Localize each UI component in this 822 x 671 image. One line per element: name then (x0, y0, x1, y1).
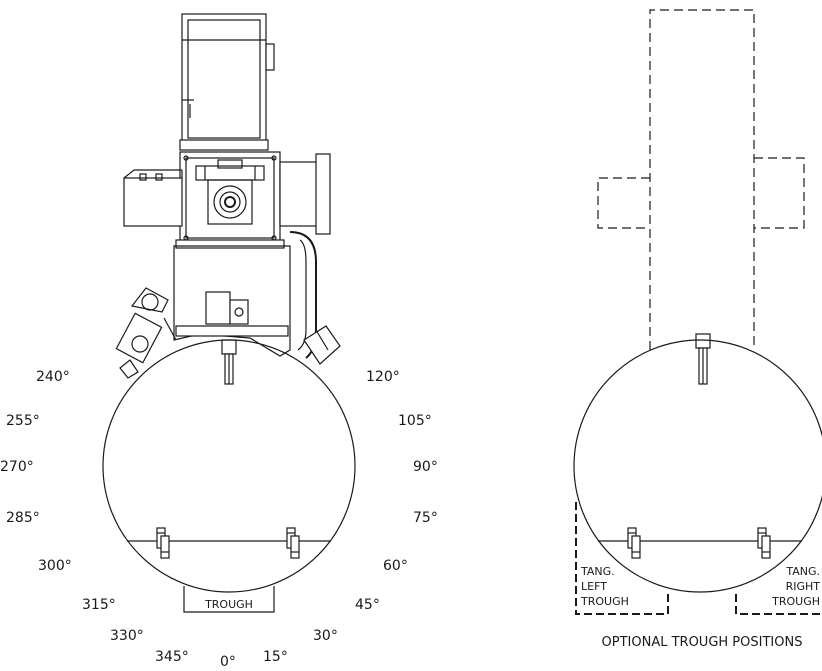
vessel-shell-right (573, 339, 822, 593)
tangential-right-trough: TANG. RIGHT TROUGH (735, 565, 822, 615)
right-view: TANG. LEFT TROUGH TANG. RIGHT TROUGH OPT… (573, 9, 822, 650)
right-pipe (289, 231, 341, 365)
angle-240: 240° (36, 369, 70, 385)
vessel-shell (102, 339, 356, 593)
left-fitting (115, 287, 177, 379)
left-trough-line3: TROUGH (580, 595, 629, 608)
angle-105: 105° (398, 413, 432, 429)
agitator-coupling-right (695, 333, 711, 385)
mesh-guard (173, 245, 291, 357)
mount-clip-right-2 (757, 527, 771, 559)
left-trough-line1: TANG. (580, 565, 615, 578)
angle-60: 60° (383, 558, 408, 574)
bottom-trough: TROUGH (183, 586, 275, 613)
left-trough-line2: LEFT (581, 580, 607, 593)
angle-255: 255° (6, 413, 40, 429)
angle-330: 330° (110, 628, 144, 644)
right-trough-line3: TROUGH (771, 595, 820, 608)
right-trough-line2: RIGHT (786, 580, 821, 593)
mount-clip-left (156, 527, 170, 559)
angle-15: 15° (263, 649, 288, 665)
mount-clip-right (286, 527, 300, 559)
angle-30: 30° (313, 628, 338, 644)
angle-0: 0° (220, 654, 236, 670)
tangential-left-trough: TANG. LEFT TROUGH (575, 502, 669, 615)
optional-trough-caption: OPTIONAL TROUGH POSITIONS (602, 635, 803, 650)
base-plate (175, 239, 285, 249)
trough-label: TROUGH (204, 598, 253, 611)
dashed-drive-envelope (597, 9, 805, 350)
angle-315: 315° (82, 597, 116, 613)
mount-clip-right-1 (627, 527, 641, 559)
angle-300: 300° (38, 558, 72, 574)
right-stub (279, 153, 331, 235)
left-view: TROUGH 240° 255° 270° 285° 300° 315° 330… (0, 13, 438, 670)
angle-120: 120° (366, 369, 400, 385)
right-trough-line1: TANG. (785, 565, 820, 578)
angle-labels: 240° 255° 270° 285° 300° 315° 330° 345° … (0, 369, 438, 670)
angle-270: 270° (0, 459, 34, 475)
gear-reducer (179, 151, 281, 245)
angle-285: 285° (6, 510, 40, 526)
angle-45: 45° (355, 597, 380, 613)
left-bracket (123, 169, 183, 227)
angle-75: 75° (413, 510, 438, 526)
agitator-coupling (221, 339, 237, 385)
drive-motor (179, 13, 275, 151)
angle-345: 345° (155, 649, 189, 665)
angle-90: 90° (413, 459, 438, 475)
